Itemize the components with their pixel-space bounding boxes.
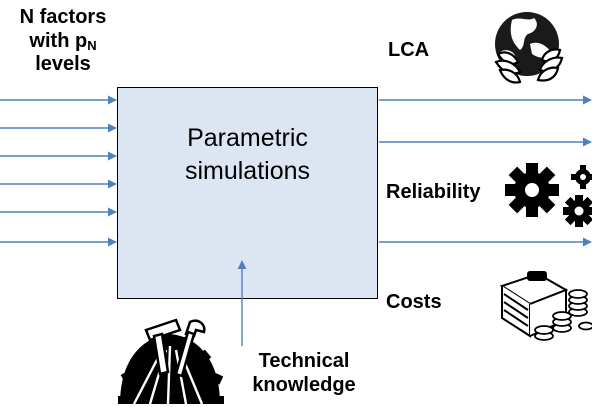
factors-line2: with pN (4, 30, 122, 54)
process-box: Parametric simulations (117, 87, 378, 299)
knowledge-label: Technical knowledge (240, 349, 368, 397)
factors-line1: N factors (19, 6, 107, 28)
factors-line2-text: with p (29, 29, 88, 52)
output-reliability-label: Reliability (386, 181, 481, 203)
factors-label: N factors with pN levels (4, 6, 122, 77)
process-label: Parametric simulations (184, 124, 311, 185)
factors-line3: levels (35, 53, 91, 76)
knowledge-line2: knowledge (252, 374, 356, 396)
factors-subscript: N (87, 37, 97, 53)
output-lca-label: LCA (388, 39, 430, 61)
knowledge-line1: Technical (258, 350, 350, 372)
output-costs-label: Costs (386, 291, 442, 313)
